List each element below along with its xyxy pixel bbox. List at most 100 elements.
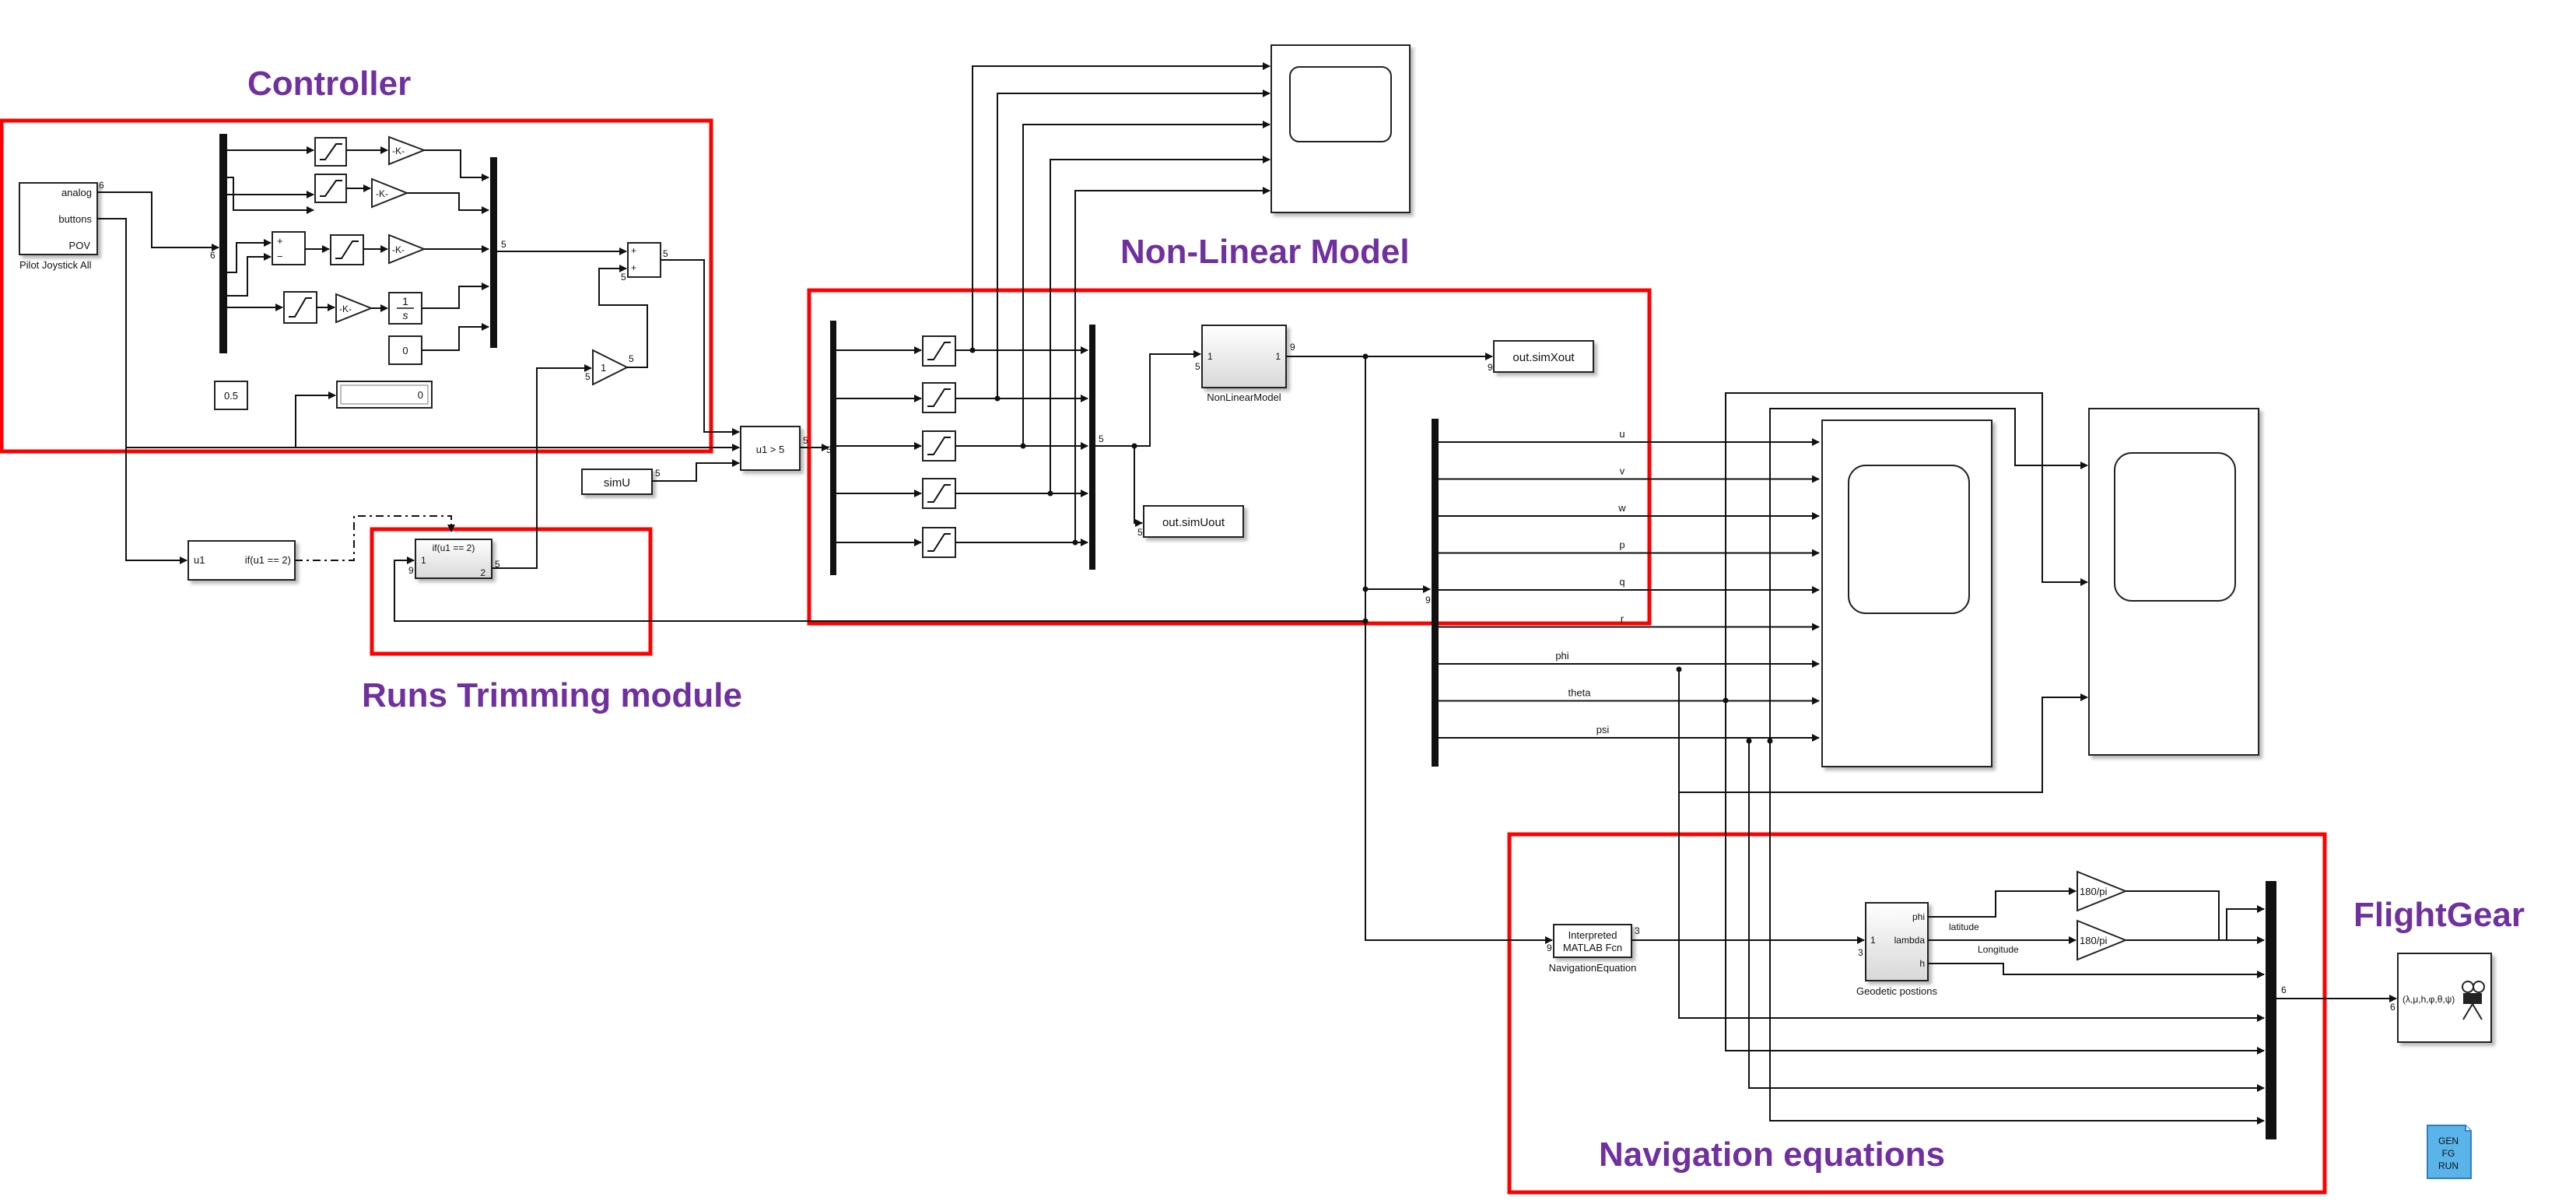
trimming-title: Runs Trimming module [362, 676, 742, 714]
sum-plus: + [277, 235, 283, 247]
state-demux-dim: 9 [1425, 595, 1431, 606]
nonlinear-frame [807, 288, 1652, 626]
gen-fg-run-button[interactable]: GEN FG RUN [2427, 1125, 2472, 1179]
geodetic-out-lambda: lambda [1894, 935, 1926, 946]
trim-subsystem-block[interactable]: if(u1 == 2) 1 2 [415, 539, 492, 579]
nav-fcn-line1: Interpreted [1568, 929, 1617, 941]
flightgear-title: FlightGear [2353, 896, 2525, 934]
demux-in-dim: 6 [210, 250, 216, 261]
gain-block[interactable]: -K- [371, 177, 409, 209]
nlm-in-dim: 5 [1195, 361, 1200, 372]
controller-sum-block[interactable]: ++ [627, 242, 661, 278]
simUout-dim: 5 [1137, 527, 1143, 538]
nlm-name: NonLinearModel [1207, 391, 1281, 403]
sum-plus: + [631, 262, 636, 273]
fg-mux-dim: 6 [2281, 985, 2287, 995]
if-condition-label: if(u1 == 2) [245, 554, 291, 566]
actuator-scope[interactable] [1270, 44, 1411, 213]
gain-block[interactable]: -K- [388, 233, 426, 265]
saturation-block[interactable] [283, 291, 317, 324]
nlm-out-dim: 9 [1290, 342, 1295, 353]
flightgear-block[interactable]: (λ,μ,h,φ,θ,ψ) [2397, 953, 2492, 1043]
euler-scope[interactable] [2088, 408, 2259, 756]
trim-condition: if(u1 == 2) [433, 542, 475, 553]
latitude-label: latitude [1949, 921, 1979, 932]
navigation-frame [1507, 832, 2327, 1195]
simXout-label: out.simXout [1512, 351, 1575, 364]
simXout-block[interactable]: out.simXout [1493, 340, 1594, 373]
state-demux[interactable] [1432, 419, 1439, 767]
const-zero-label: 0 [402, 345, 408, 356]
geodetic-in-port: 1 [1870, 935, 1876, 946]
trim-out-dim: 5 [495, 559, 500, 570]
rad2deg-label: 180/pi [2080, 886, 2108, 897]
gain-one-label: 1 [601, 362, 606, 374]
simUout-block[interactable]: out.simUout [1143, 505, 1244, 538]
if-block[interactable]: u1 if(u1 == 2) [188, 540, 296, 581]
integrator-num: 1 [402, 295, 408, 307]
trimming-frame [370, 527, 653, 656]
simU-dim: 5 [655, 468, 661, 479]
nlm-in-port: 1 [1207, 351, 1213, 362]
geodetic-positions-block[interactable]: 1 phi lambda h Geodetic postions [1856, 902, 1938, 997]
sum-minus: − [277, 251, 283, 262]
sum-out-dim: 5 [663, 248, 668, 259]
trim-port1: 1 [421, 555, 426, 566]
simU-block[interactable]: simU [581, 469, 653, 495]
joystick-name: Pilot Joystick All [19, 259, 92, 271]
constant-zero-block[interactable]: 0 [388, 335, 422, 365]
saturation-block[interactable] [330, 234, 364, 265]
sum-plus: + [631, 245, 636, 256]
gain-label: -K- [339, 304, 352, 314]
saturation-block[interactable] [314, 174, 347, 203]
nlm-out-port: 1 [1275, 351, 1281, 362]
joystick-port-analog: analog [61, 187, 92, 198]
pilot-joystick-block[interactable]: analog buttons POV 6 Pilot Joystick All [19, 180, 104, 271]
sum-block[interactable]: +− [272, 231, 306, 265]
state-label-w: w [1617, 502, 1626, 514]
actuator-mux[interactable] [1089, 325, 1095, 570]
flightgear-label: (λ,μ,h,φ,θ,ψ) [2403, 994, 2455, 1005]
state-label-theta: theta [1568, 687, 1592, 699]
state-label-u: u [1619, 428, 1624, 440]
gain-block[interactable]: -K- [388, 135, 426, 166]
joystick-dim: 6 [99, 180, 104, 191]
controller-demux[interactable] [219, 134, 227, 353]
rad2deg-gain-latitude[interactable]: 180/pi [2077, 870, 2128, 912]
geodetic-in-dim: 3 [1858, 947, 1863, 958]
actuator-saturations[interactable] [836, 335, 956, 558]
geodetic-out-h: h [1919, 958, 1925, 969]
navigation-title: Navigation equations [1599, 1136, 1945, 1174]
nav-in-dim: 9 [1547, 942, 1552, 953]
run-label: RUN [2438, 1160, 2459, 1171]
saturation-block[interactable] [314, 137, 347, 167]
camera-icon [2462, 981, 2485, 1020]
nonlinear-model-title: Non-Linear Model [1120, 233, 1410, 271]
rad2deg-gain-longitude[interactable]: 180/pi [2077, 919, 2128, 961]
flightgear-mux[interactable] [2266, 881, 2276, 1139]
constant-half-block[interactable]: 0.5 [214, 381, 248, 410]
gain-in-dim: 5 [585, 371, 591, 382]
fg-in-dim: 6 [2390, 1002, 2396, 1013]
state-label-psi: psi [1596, 724, 1610, 735]
const-half-label: 0.5 [224, 390, 238, 402]
controller-mux[interactable] [490, 157, 497, 348]
trim-in-dim: 9 [408, 565, 414, 576]
state-scope[interactable] [1821, 419, 1992, 767]
actuator-demux[interactable] [830, 321, 836, 575]
state-label-r: r [1621, 613, 1624, 625]
geodetic-out-phi: phi [1912, 911, 1925, 922]
gain-one-block[interactable]: 1 [592, 349, 629, 386]
state-label-q: q [1619, 576, 1624, 588]
gain-block[interactable]: -K- [335, 293, 373, 324]
nav-fcn-name: NavigationEquation [1549, 962, 1637, 974]
nav-out-dim: 3 [1635, 925, 1640, 936]
gain-label: -K- [376, 188, 388, 199]
navigation-equation-block[interactable]: Interpreted MATLAB Fcn NavigationEquatio… [1549, 924, 1637, 974]
nonlinear-model-block[interactable]: 1 1 NonLinearModel [1201, 325, 1287, 403]
switch-block[interactable]: u1 > 5 [740, 426, 801, 471]
demux-in-dim: 5 [826, 444, 832, 455]
integrator-block[interactable]: 1s [388, 292, 422, 325]
